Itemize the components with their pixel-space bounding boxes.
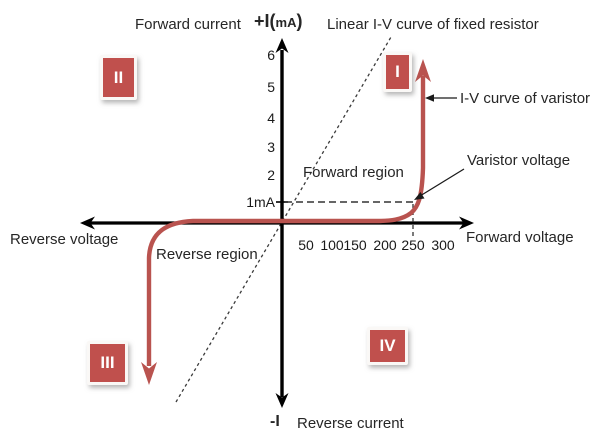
forward-voltage-label: Forward voltage [466,229,574,246]
x-tick-300: 300 [431,237,455,253]
current-axis-symbol: +I( [254,11,276,31]
varistor-curve-bottom-arrowhead-icon [141,362,157,385]
reverse-voltage-label: Reverse voltage [10,231,119,248]
reverse-region-label: Reverse region [156,246,258,263]
varistor-curve-annotation: I-V curve of varistor [460,90,591,107]
current-axis-label: +I(mA) [254,11,302,32]
quadrant-badge-i: I [383,52,412,92]
quadrant-badge-iii-label: III [100,353,115,372]
x-tick-100: 100 [320,237,344,253]
x-axis-left-arrowhead-icon [80,216,95,230]
quadrant-badge-iv-label: IV [379,336,396,355]
varistor-voltage-annotation: Varistor voltage [467,152,571,169]
current-axis-paren: ) [296,11,303,31]
y-tick-2: 2 [267,167,275,183]
varistor-curve-path [146,76,426,366]
quadrant-badge-ii-label: II [113,67,124,87]
x-axis-right-arrowhead-icon [459,216,474,230]
x-tick-50: 50 [298,237,314,253]
quadrant-badge-iii: III [87,341,128,385]
current-axis-unit: mA [275,15,297,30]
forward-region-label: Forward region [303,164,404,181]
x-tick-150: 150 [343,237,367,253]
varistor-curve-leader-arrowhead-icon [425,94,434,102]
y-tick-6: 6 [267,47,275,63]
y-axis-bottom-arrowhead-icon [275,393,289,408]
y-tick-4: 4 [267,110,275,126]
reverse-current-label: Reverse current [297,415,404,432]
quadrant-badge-i-label: I [395,62,400,81]
x-tick-200: 200 [373,237,397,253]
linear-resistor-label: Linear I-V curve of fixed resistor [327,16,539,33]
quadrant-badge-ii: II [100,55,137,100]
minus-i-label: -I [270,413,280,430]
varistor-voltage-leader-line [419,168,465,197]
y-tick-5: 5 [267,79,275,95]
y-axis-top-arrowhead-icon [275,38,289,53]
x-tick-250: 250 [401,237,425,253]
varistor-voltage-leader-arrowhead-icon [414,192,425,200]
quadrant-badge-iv: IV [367,327,408,365]
forward-current-label: Forward current [135,16,241,33]
y-tick-3: 3 [267,139,275,155]
y-tick-1ma: 1mA [246,194,275,210]
varistor-curve-top-arrowhead-icon [415,59,431,82]
